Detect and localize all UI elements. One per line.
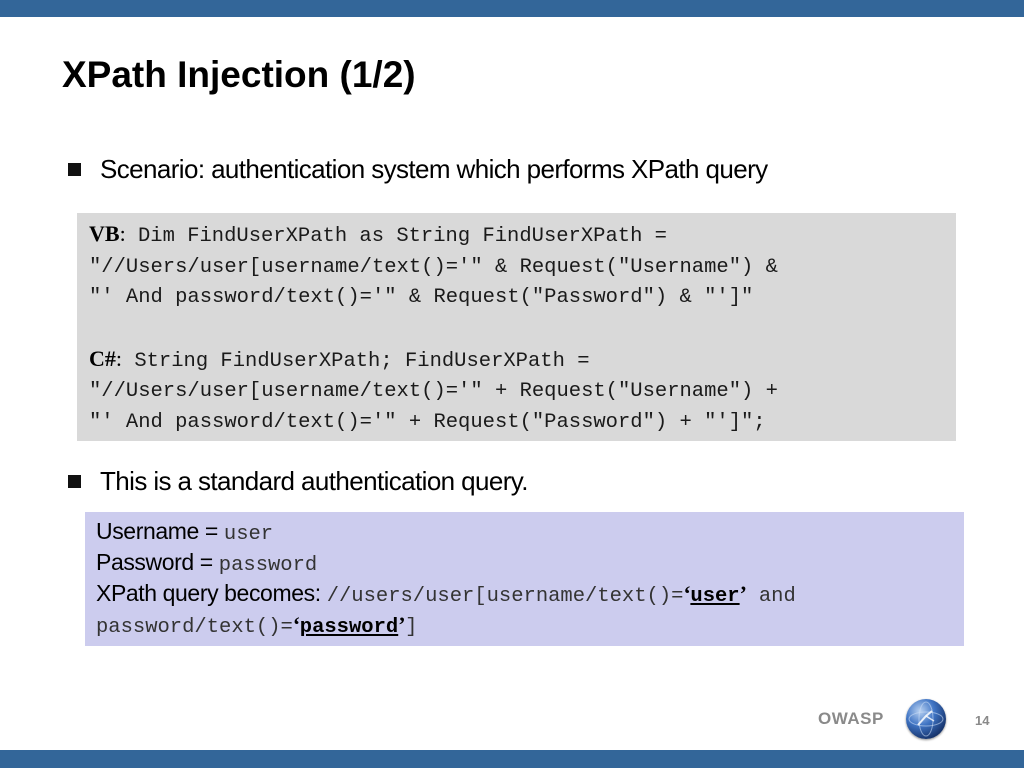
csharp-code-line-2: "//Users/user[username/text()='" + Reque… [89, 380, 778, 404]
globe-wasp-icon [908, 701, 944, 737]
bullet-text: This is a standard authentication query. [100, 465, 528, 496]
code-block: VB: Dim FindUserXPath as String FindUser… [77, 213, 956, 441]
vb-code-line-3: "' And password/text()='" & Request("Pas… [89, 286, 754, 310]
vb-label: VB [89, 221, 120, 246]
csharp-separator: : [115, 345, 123, 371]
close-quote: ’ [739, 581, 747, 606]
csharp-code-line-1: String FindUserXPath; FindUserXPath = [122, 349, 590, 373]
owasp-globe-icon [906, 699, 946, 739]
open-quote: ‘ [683, 581, 691, 606]
bullet-standard-query: This is a standard authentication query. [68, 466, 528, 496]
page-number: 14 [975, 713, 990, 728]
close-quote: ’ [398, 612, 406, 637]
slide-title: XPath Injection (1/2) [62, 54, 416, 95]
bottom-accent-bar [0, 750, 1024, 768]
username-row: Username = user [96, 516, 964, 547]
square-bullet-icon [68, 474, 81, 488]
query-part-1: //users/user[username/text()= [326, 585, 684, 608]
query-end: ] [405, 616, 418, 639]
bullet-text: Scenario: authentication system which pe… [100, 153, 768, 184]
password-label: Password = [96, 549, 219, 575]
owasp-logo-text: OWASP [818, 709, 884, 728]
query-row-continued: password/text()=‘password’] [96, 609, 964, 640]
code-line: VB: Dim FindUserXPath as String FindUser… [89, 219, 956, 253]
password-row: Password = password [96, 547, 964, 578]
bullet-scenario: Scenario: authentication system which pe… [68, 154, 768, 184]
password-value: password [218, 554, 318, 577]
vb-code-line-2: "//Users/user[username/text()='" & Reque… [89, 255, 778, 279]
query-part-2: and [746, 585, 796, 608]
vb-separator: : [119, 221, 126, 246]
query-user-value: user [690, 585, 740, 608]
query-row: XPath query becomes: //users/user[userna… [96, 578, 964, 609]
open-quote: ‘ [292, 612, 300, 637]
username-value: user [223, 523, 274, 546]
square-bullet-icon [68, 162, 81, 176]
query-part-3: password/text()= [96, 616, 293, 639]
csharp-code-line-3: "' And password/text()='" + Request("Pas… [89, 410, 766, 434]
query-label: XPath query becomes: [96, 580, 327, 606]
username-label: Username = [96, 518, 224, 544]
top-accent-bar [0, 0, 1024, 17]
query-result-box: Username = user Password = password XPat… [85, 512, 964, 646]
code-line: C#: String FindUserXPath; FindUserXPath … [89, 344, 956, 378]
query-password-value: password [299, 616, 399, 639]
csharp-label: C# [89, 345, 116, 371]
vb-code-line-1: Dim FindUserXPath as String FindUserXPat… [125, 225, 667, 248]
code-spacer [89, 314, 956, 344]
